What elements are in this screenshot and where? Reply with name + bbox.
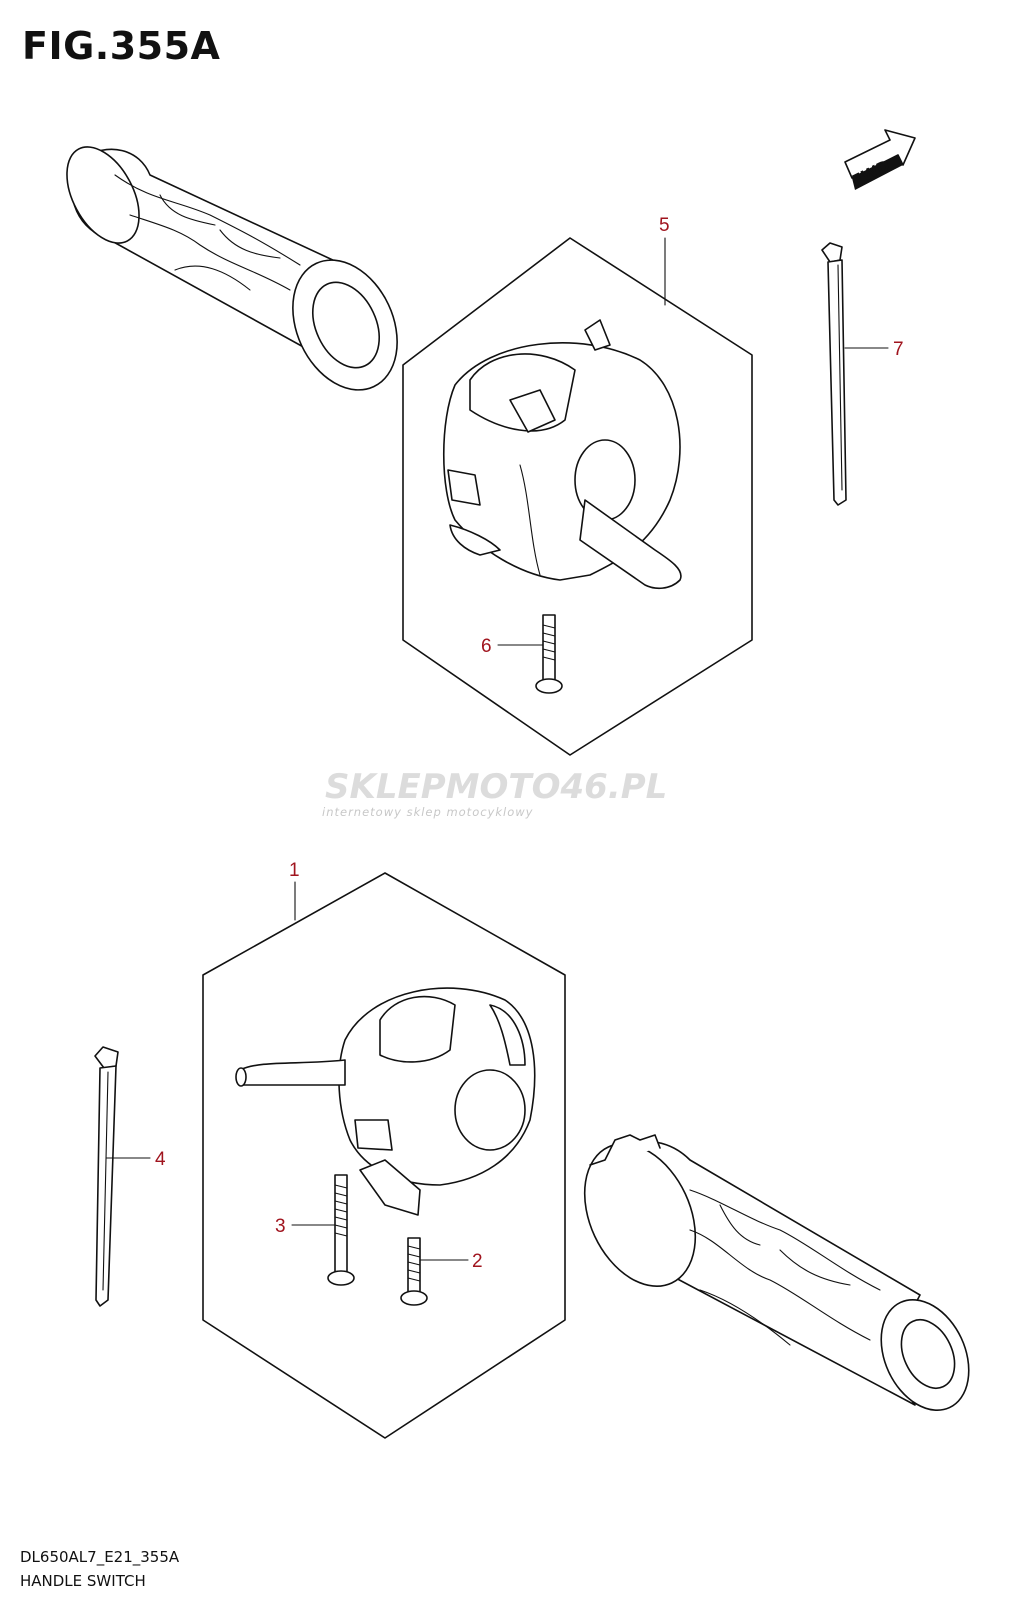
callout-2: 2 bbox=[472, 1251, 483, 1272]
callout-1: 1 bbox=[289, 860, 300, 881]
callout-3: 3 bbox=[275, 1216, 286, 1237]
watermark: SKLEPMOTO46.PL internetowy sklep motocyk… bbox=[322, 767, 667, 819]
grip-right-top bbox=[66, 146, 398, 391]
callouts: 5 6 7 1 3 2 4 bbox=[105, 215, 904, 1272]
handle-switch-left bbox=[235, 987, 536, 1216]
callout-5: 5 bbox=[659, 215, 670, 236]
cable-tie-left bbox=[94, 1046, 119, 1307]
callout-7: 7 bbox=[893, 339, 904, 360]
screw-long bbox=[327, 1174, 355, 1286]
cable-tie-right bbox=[821, 242, 847, 506]
figure-name: HANDLE SWITCH bbox=[20, 1572, 146, 1590]
callout-4: 4 bbox=[155, 1149, 166, 1170]
fwd-label: FWD bbox=[849, 156, 892, 189]
callout-6: 6 bbox=[481, 636, 492, 657]
figure-code: DL650AL7_E21_355A bbox=[20, 1548, 180, 1566]
screw-right bbox=[535, 614, 563, 694]
hexagon-bottom bbox=[202, 872, 566, 1439]
handle-switch-right bbox=[442, 319, 682, 590]
fwd-arrow-icon: FWD bbox=[844, 129, 916, 190]
watermark-brand: SKLEPMOTO46.PL bbox=[325, 767, 667, 807]
hexagon-top bbox=[402, 237, 753, 756]
screw-short bbox=[400, 1237, 428, 1306]
figure-title: FIG.355A bbox=[22, 24, 221, 68]
watermark-tagline: internetowy sklep motocyklowy bbox=[322, 805, 533, 819]
grip-left-bottom bbox=[583, 1134, 970, 1412]
